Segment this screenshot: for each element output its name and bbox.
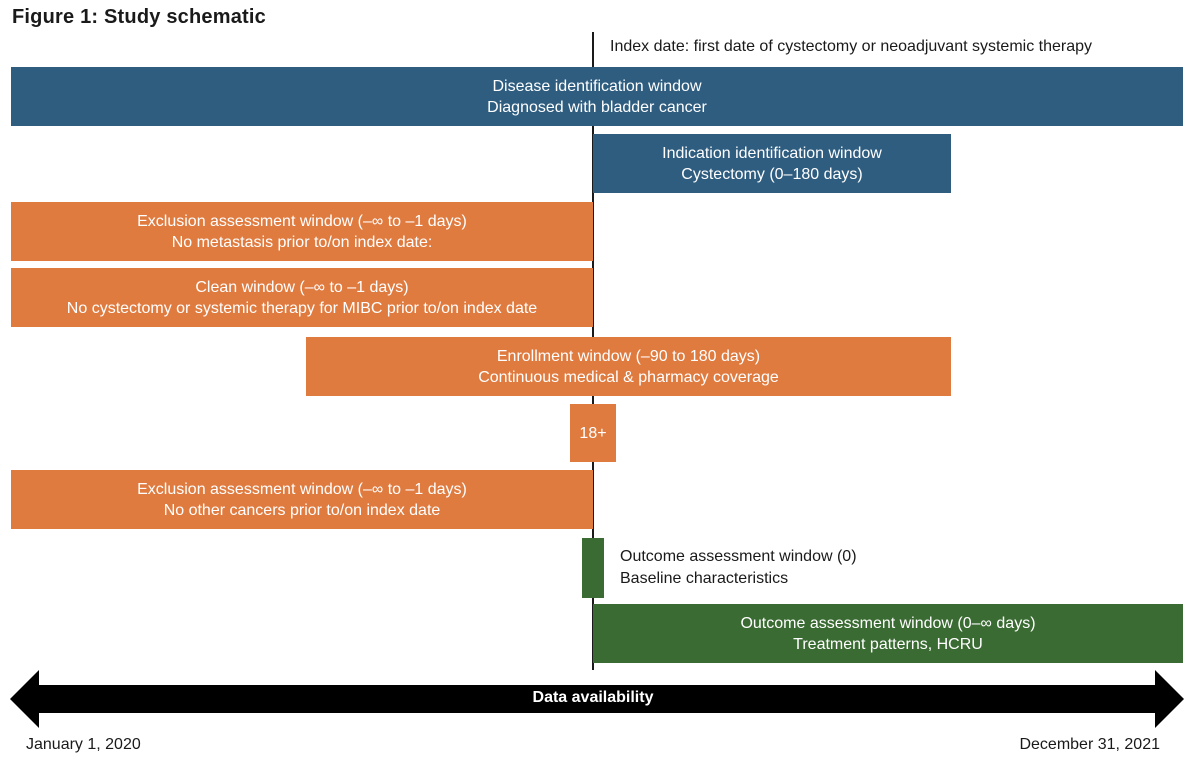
window-title: Enrollment window (–90 to 180 days) (496, 347, 761, 365)
indication-identification-window: Indication identification window Cystect… (593, 134, 951, 193)
window-description: Treatment patterns, HCRU (793, 635, 983, 653)
window-description: Cystectomy (0–180 days) (681, 165, 863, 183)
age-criterion-box: 18+ (570, 404, 616, 462)
window-title: Indication identification window (662, 144, 882, 162)
start-date-label: January 1, 2020 (26, 736, 141, 753)
window-description: Baseline characteristics (620, 570, 789, 587)
window-description: No metastasis prior to/on index date: (171, 233, 433, 251)
window-description: No other cancers prior to/on index date (163, 501, 441, 519)
outcome-treatment-window: Outcome assessment window (0–∞ days) Tre… (593, 604, 1183, 663)
data-availability-label: Data availability (532, 689, 654, 706)
exclusion-cancers-window: Exclusion assessment window (–∞ to –1 da… (11, 470, 593, 529)
window-title: Disease identification window (492, 77, 702, 95)
window-title: Exclusion assessment window (–∞ to –1 da… (137, 212, 467, 230)
age-label: 18+ (579, 424, 607, 442)
window-description: Continuous medical & pharmacy coverage (478, 368, 779, 386)
clean-window: Clean window (–∞ to –1 days) No cystecto… (11, 268, 593, 327)
index-date-label: Index date: first date of cystectomy or … (610, 38, 1093, 55)
end-date-label: December 31, 2021 (1019, 736, 1160, 753)
enrollment-window: Enrollment window (–90 to 180 days) Cont… (306, 337, 951, 396)
disease-identification-window: Disease identification window Diagnosed … (11, 67, 1183, 126)
outcome-baseline-bar (582, 538, 604, 598)
window-title: Outcome assessment window (0–∞ days) (740, 614, 1036, 632)
window-title: Exclusion assessment window (–∞ to –1 da… (137, 480, 467, 498)
window-description: No cystectomy or systemic therapy for MI… (66, 299, 538, 317)
window-title: Outcome assessment window (0) (620, 548, 857, 565)
double-arrow-shape (10, 670, 1184, 728)
figure-title: Figure 1: Study schematic (12, 6, 266, 28)
exclusion-metastasis-window: Exclusion assessment window (–∞ to –1 da… (11, 202, 593, 261)
outcome-baseline-label: Outcome assessment window (0) Baseline c… (620, 546, 857, 590)
window-title: Clean window (–∞ to –1 days) (195, 278, 409, 296)
window-description: Diagnosed with bladder cancer (487, 98, 707, 116)
